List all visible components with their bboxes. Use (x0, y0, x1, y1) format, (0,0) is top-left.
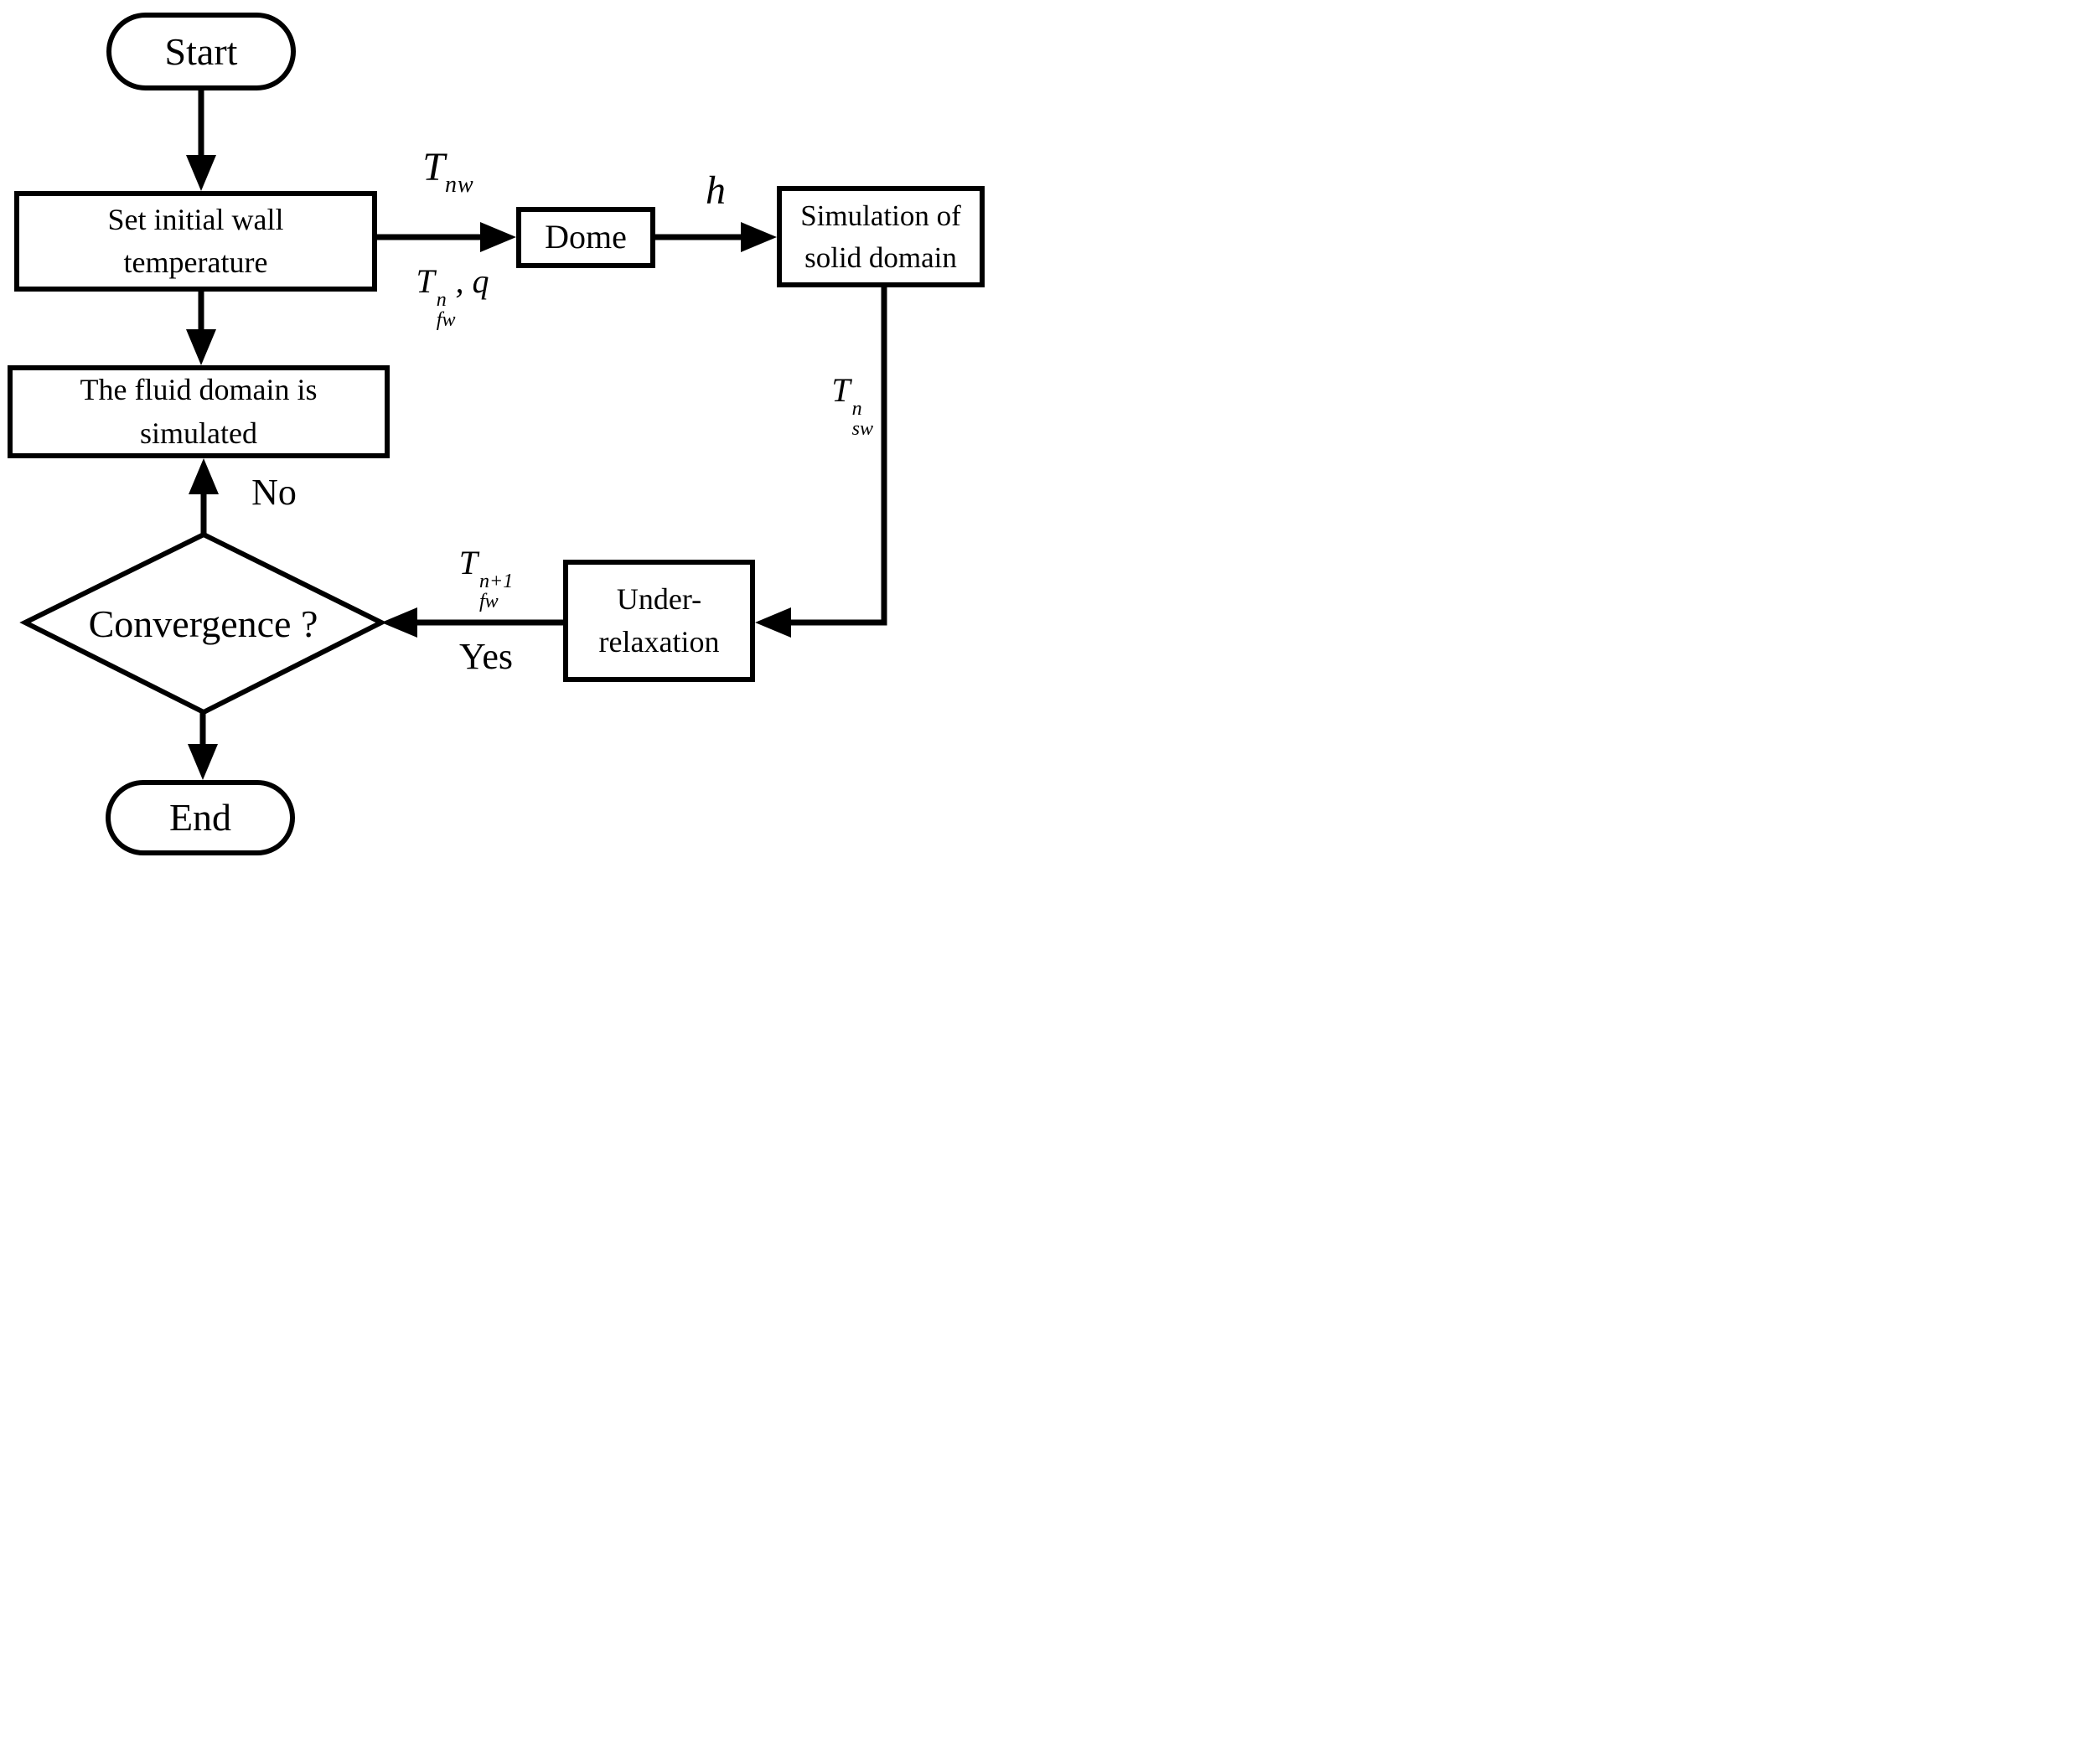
solid-sim-line1: Simulation of (800, 199, 961, 232)
convergence-label: Convergence ? (88, 602, 318, 645)
arrowhead-down-icon (188, 744, 218, 780)
edge-label-h: h (706, 168, 726, 213)
end-label: End (168, 796, 232, 840)
edge-convergence-to-end (188, 712, 218, 780)
edge-label-no: No (251, 472, 297, 513)
set-wall-temp-line2: temperature (123, 245, 268, 279)
edge-convergence-to-fluid-sim (189, 458, 219, 535)
node-end: End (106, 780, 295, 855)
node-fluid-domain-simulated: The fluid domain is simulated (8, 365, 390, 458)
arrowhead-right-icon (741, 222, 777, 252)
node-convergence-label: Convergence ? (25, 535, 381, 712)
edge-solid-sim-to-under-relaxation (755, 287, 887, 638)
fluid-sim-line2: simulated (140, 416, 257, 450)
start-label: Start (164, 29, 238, 73)
node-dome: Dome (516, 207, 655, 268)
edge-dome-to-solid-sim (655, 222, 777, 252)
arrowhead-down-icon (186, 329, 216, 365)
under-relaxation-line2: relaxation (598, 625, 720, 659)
connector-layer (19, 88, 887, 780)
edge-under-relaxation-to-convergence (381, 607, 563, 638)
set-wall-temp-line1: Set initial wall (107, 202, 284, 236)
arrowhead-left-icon (381, 607, 417, 638)
under-relaxation-line1: Under- (616, 581, 702, 616)
edge-start-to-set (186, 88, 216, 191)
solid-sim-line2: solid domain (804, 240, 957, 274)
node-start: Start (106, 13, 296, 90)
node-simulation-of-solid-domain: Simulation of solid domain (777, 186, 985, 287)
node-under-relaxation: Under- relaxation (563, 560, 755, 682)
arrowhead-down-icon (186, 155, 216, 191)
edge-label-t-nw: Tnw (422, 145, 474, 198)
edge-label-yes: Yes (458, 636, 514, 677)
fluid-sim-line1: The fluid domain is (80, 373, 318, 407)
dome-label: Dome (545, 218, 627, 256)
edge-set-to-fluid-sim (186, 292, 216, 365)
node-set-initial-wall-temperature: Set initial wall temperature (14, 191, 377, 292)
arrowhead-right-icon (480, 222, 516, 252)
arrowhead-up-icon (189, 458, 219, 494)
arrowhead-left-icon (755, 607, 791, 638)
flowchart-canvas: Start Set initial wall temperature Dome … (0, 0, 1050, 870)
edge-set-to-dome (377, 222, 516, 252)
